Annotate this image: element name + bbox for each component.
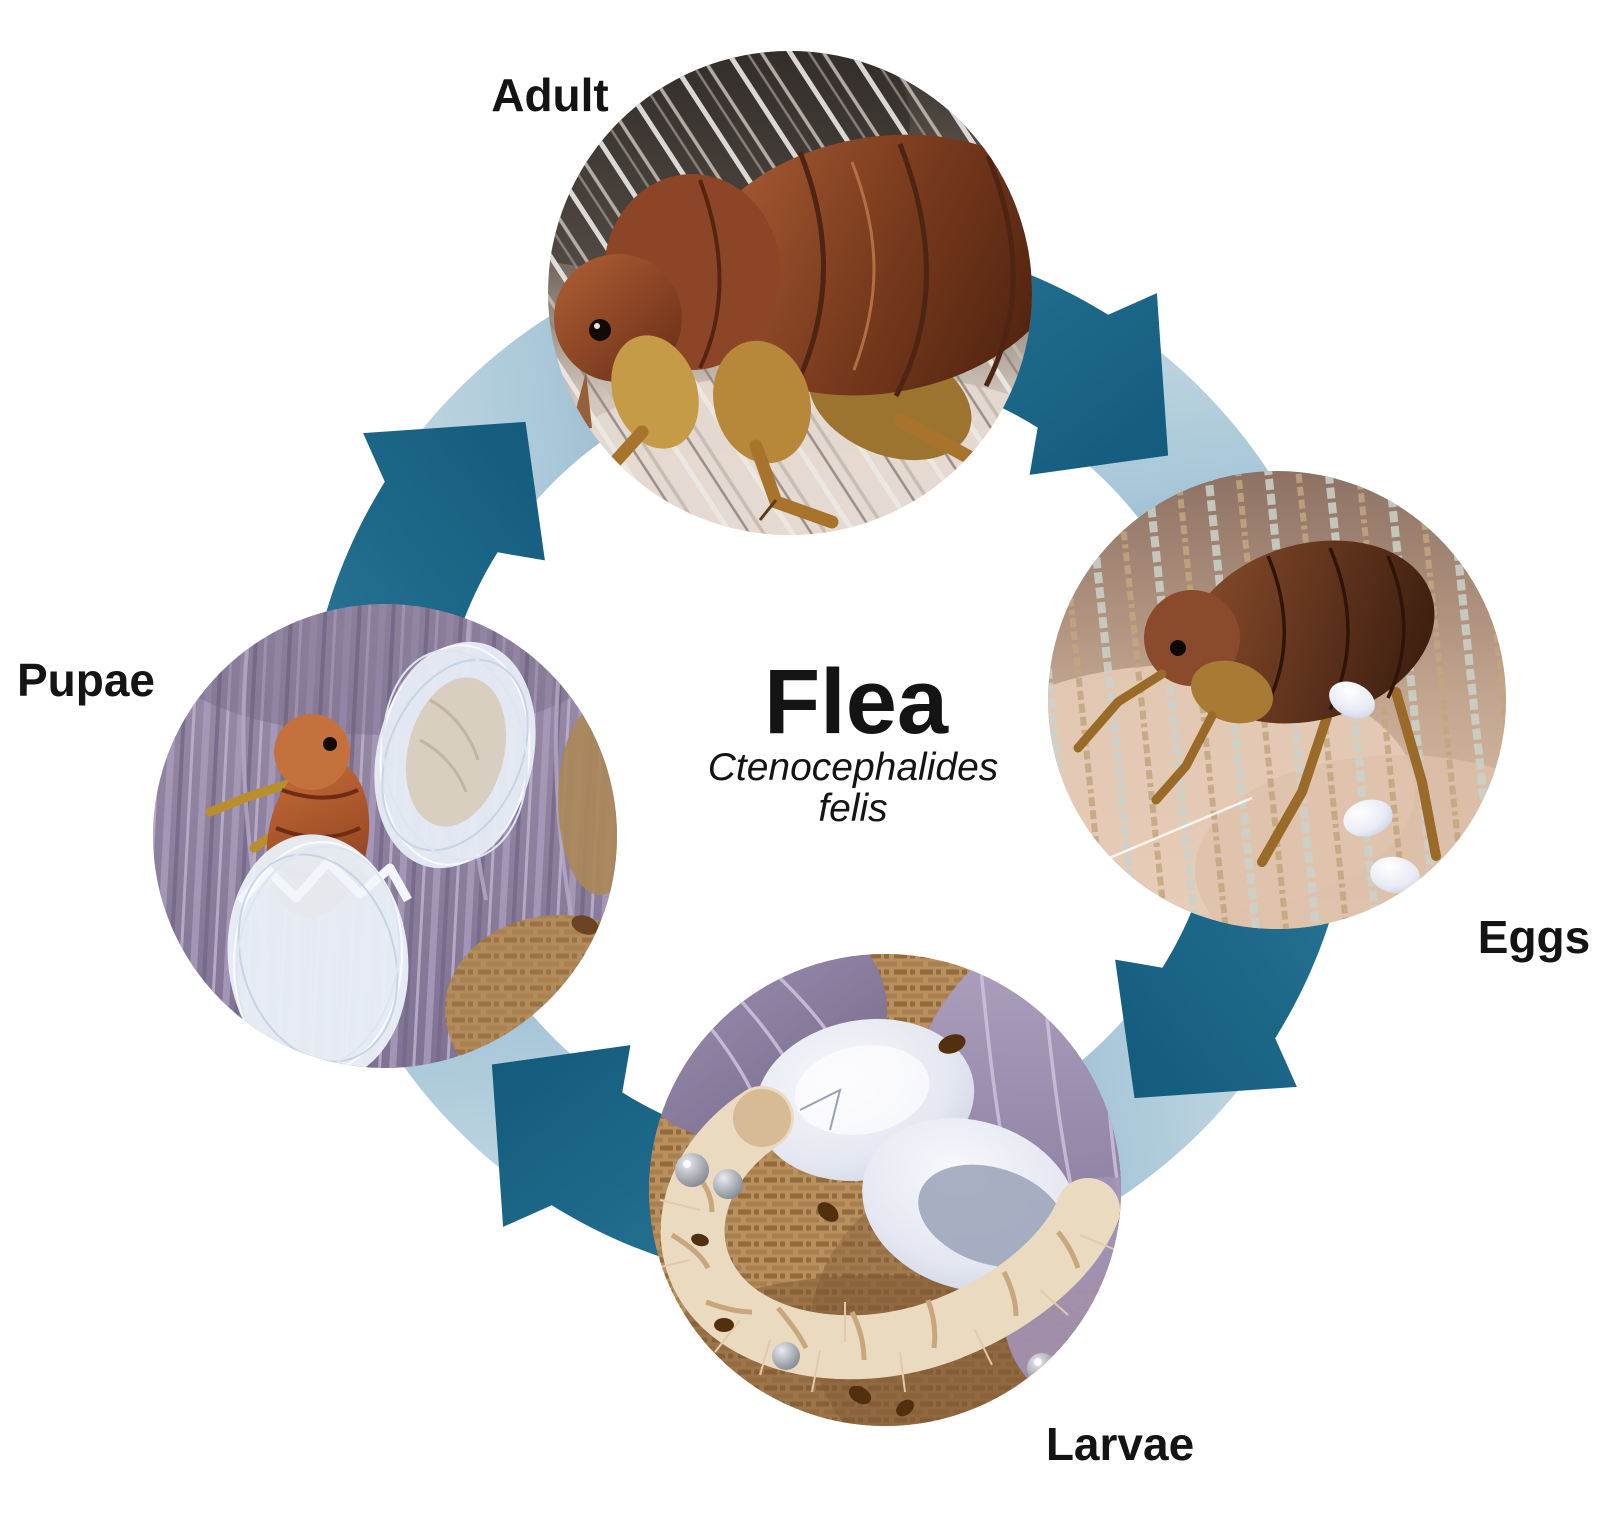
flea-head bbox=[274, 714, 350, 790]
center-title: Flea Ctenocephalides felis bbox=[708, 651, 999, 830]
stage-eggs: Eggs bbox=[1048, 471, 1590, 963]
stage-circle-larvae bbox=[649, 954, 1121, 1426]
larva-segments bbox=[670, 1165, 1081, 1361]
flea-eye bbox=[323, 737, 337, 751]
emerging-flea-cocoon-illustration bbox=[205, 714, 412, 1068]
stage-label-adult: Adult bbox=[491, 69, 609, 121]
larva-bristles bbox=[649, 1199, 1117, 1393]
stage-larvae: Larvae bbox=[649, 954, 1194, 1470]
stage-label-larvae: Larvae bbox=[1046, 1418, 1194, 1470]
stage-adult: Adult bbox=[491, 51, 1032, 535]
flea-eye bbox=[589, 319, 611, 341]
pupa-cocoon-illustration bbox=[374, 641, 536, 869]
stage-circle-pupae bbox=[153, 604, 617, 1068]
flea-egg bbox=[1329, 681, 1375, 719]
stage-label-pupae: Pupae bbox=[17, 654, 155, 706]
species-name-line1: Ctenocephalides bbox=[708, 746, 999, 789]
pupa-inside-cocoon bbox=[405, 677, 507, 827]
stage-circle-adult bbox=[548, 51, 1032, 535]
stage-label-eggs: Eggs bbox=[1478, 911, 1590, 963]
egg-laying-flea-illustration bbox=[1073, 540, 1441, 867]
flea-egg bbox=[1370, 856, 1420, 894]
flea-eye bbox=[1170, 640, 1186, 656]
larva-head bbox=[733, 1089, 791, 1147]
flea-egg bbox=[1403, 913, 1453, 929]
stage-circle-eggs bbox=[1048, 471, 1506, 929]
flea-dirt-debris bbox=[691, 1034, 966, 1417]
flea-egg bbox=[1343, 799, 1393, 837]
cocoon-torn-rim bbox=[236, 857, 412, 905]
larva-illustration bbox=[649, 1086, 1120, 1393]
stage-pupae: Pupae bbox=[17, 604, 617, 1068]
species-name-line2: felis bbox=[818, 787, 887, 830]
larva-body bbox=[660, 1086, 1120, 1380]
adult-flea-illustration bbox=[551, 134, 1032, 529]
diagram-title: Flea bbox=[764, 651, 949, 753]
